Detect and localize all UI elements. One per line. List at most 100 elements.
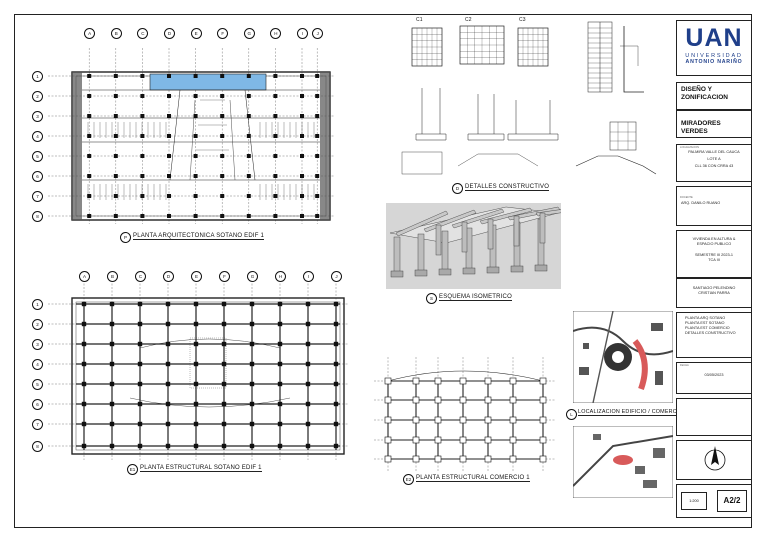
title-struct-plan: PLANTA ESTRUCTURAL SOTANO EDIF 1 (140, 465, 262, 472)
advisor-cell: DOCENTE ARQ. DANILO RUANO (676, 186, 752, 226)
struct-plan-axis-f: F (219, 271, 230, 282)
title-block: UAN UNIVERSIDAD ANTONIO NARIÑO DISEÑO Y … (676, 20, 752, 518)
struct-plan-axis-row-1: 1 (32, 299, 43, 310)
arch-plan-axis-i: I (297, 28, 308, 39)
arch-plan-axis-f: F (217, 28, 229, 39)
subject-line-1: VIVIENDA EN ALTURA & (692, 237, 736, 241)
struct-plan-axis-h: H (275, 271, 286, 282)
struct-plan-drawing (48, 280, 348, 460)
callout-isometric: S (426, 293, 437, 304)
struct-plan-axis-b: B (107, 271, 118, 282)
sheet-number-cell: 1:200 A2/2 (676, 484, 752, 518)
logo-name: ANTONIO NARIÑO (685, 59, 743, 65)
struct-plan-axis-j: J (331, 271, 342, 282)
arch-plan-axis-row-6: 6 (32, 171, 43, 182)
north-cell (676, 440, 752, 480)
project-cell: MIRADORES VERDES (676, 110, 752, 138)
contents-item-4: DETALLES CONSTRUCTIVO (685, 331, 736, 335)
arch-plan-axis-a: A (84, 28, 96, 39)
location-line-1: PALMIRA VALLE DEL CAUCA (688, 150, 740, 154)
arch-plan-axis-b: B (110, 28, 122, 39)
struct-plan-axis-row-6: 6 (32, 399, 43, 410)
date-caption: FECHA (680, 364, 689, 367)
isometric-drawing (386, 203, 561, 289)
arch-plan-axis-e: E (190, 28, 202, 39)
semester-line-2: TCA III (708, 258, 720, 262)
location-line-2: LOTE A (707, 157, 721, 161)
north-arrow-icon (704, 446, 726, 471)
struct-plan-axis-row-3: 3 (32, 339, 43, 350)
arch-plan-axis-row-5: 5 (32, 151, 43, 162)
advisor-name: ARQ. DANILO RUANO (681, 201, 721, 205)
struct-plan-axis-i: I (303, 271, 314, 282)
arch-plan-axis-row-7: 7 (32, 191, 43, 202)
student-2: CRISTIAN PARRA (698, 291, 730, 295)
struct-plan-axis-row-8: 8 (32, 441, 43, 452)
callout-location: L (566, 409, 577, 420)
detail-label-c2: C2 (465, 17, 472, 23)
struct-plan-axis-row-5: 5 (32, 379, 43, 390)
struct-commerce-drawing (374, 357, 556, 471)
arch-plan-axis-g: G (243, 28, 255, 39)
struct-plan-axis-d: D (163, 271, 174, 282)
callout-arch-plan: P (120, 232, 131, 243)
course-title: DISEÑO Y ZONIFICACION (681, 86, 728, 101)
struct-plan-axis-c: C (135, 271, 146, 282)
logo-text: UAN (685, 24, 743, 52)
subject-line-2: ESPACIO PUBLICO (696, 242, 732, 246)
scale-value: 1:200 (689, 499, 699, 503)
detail-label-c3: C3 (519, 17, 526, 23)
subject-cell: VIVIENDA EN ALTURA & ESPACIO PUBLICO SEM… (676, 230, 752, 278)
arch-plan-axis-row-1: 1 (32, 71, 43, 82)
advisor-caption: DOCENTE (680, 196, 693, 199)
blank-cell-1 (676, 398, 752, 436)
callout-details: D (452, 183, 463, 194)
arch-plan-axis-row-4: 4 (32, 131, 43, 142)
semester-line-1: SEMESTRE III 2023-1 (695, 253, 733, 257)
date-cell: FECHA 03/05/2023 (676, 362, 752, 394)
location-map-upper (573, 311, 673, 403)
struct-plan-axis-g: G (247, 271, 258, 282)
logo-cell: UAN UNIVERSIDAD ANTONIO NARIÑO (676, 20, 752, 76)
location-map-lower (573, 426, 673, 498)
callout-struct-plan: E1 (127, 464, 138, 475)
struct-plan-axis-a: A (79, 271, 90, 282)
location-caption: LOCALIZACION (680, 146, 700, 149)
contents-item-3: PLANTA EST COMERCIO (685, 326, 730, 330)
detail-label-c1: C1 (416, 17, 423, 23)
course-cell: DISEÑO Y ZONIFICACION (676, 82, 752, 110)
location-cell: LOCALIZACION PALMIRA VALLE DEL CAUCA LOT… (676, 144, 752, 182)
arch-plan-axis-c: C (137, 28, 149, 39)
title-details: DETALLES CONSTRUCTIVO (465, 184, 550, 191)
title-isometric: ESQUEMA ISOMETRICO (439, 294, 512, 301)
struct-plan-axis-row-2: 2 (32, 319, 43, 330)
project-title: MIRADORES VERDES (681, 120, 721, 135)
arch-plan-axis-d: D (164, 28, 175, 39)
date-value: 03/05/2023 (704, 373, 724, 377)
contents-item-1: PLANTA ARQ SOTANO (685, 316, 726, 320)
arch-plan-axis-row-8: 8 (32, 211, 43, 222)
callout-struct-commerce: E2 (403, 474, 414, 485)
title-location: LOCALIZACION EDIFICIO / COMERCIO 1 (578, 409, 688, 416)
struct-plan-axis-row-7: 7 (32, 419, 43, 430)
sheet-number-box: A2/2 (717, 490, 747, 512)
scale-box: 1:200 (681, 492, 707, 510)
contents-item-2: PLANTA EST SOTANO (685, 321, 725, 325)
arch-plan-axis-j: J (312, 28, 324, 39)
struct-plan-axis-row-4: 4 (32, 359, 43, 370)
arch-plan-axis-h: H (270, 28, 282, 39)
sheet-number: A2/2 (723, 496, 741, 505)
students-cell: SANTIAGO PELENDINO CRISTIAN PARRA (676, 278, 752, 308)
arch-plan-axis-row-2: 2 (32, 91, 43, 102)
student-1: SANTIAGO PELENDINO (692, 286, 736, 290)
location-line-3: CLL 36 CON CRRA 43 (694, 164, 734, 168)
contents-cell: PLANTA ARQ SOTANO PLANTA EST SOTANO PLAN… (676, 312, 752, 358)
logo-university: UNIVERSIDAD (685, 53, 743, 59)
construction-details-drawing (401, 21, 657, 175)
arch-plan-axis-row-3: 3 (32, 111, 43, 122)
struct-plan-axis-e: E (191, 271, 202, 282)
title-struct-commerce: PLANTA ESTRUCTURAL COMERCIO 1 (416, 475, 530, 482)
title-arch-plan: PLANTA ARQUITECTONICA SOTANO EDIF 1 (133, 233, 265, 240)
arch-plan-drawing (48, 48, 334, 224)
